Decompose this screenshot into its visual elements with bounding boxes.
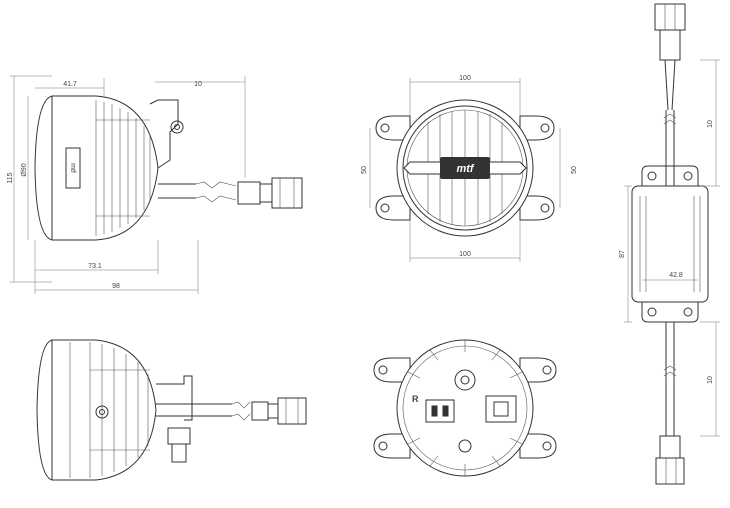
dim-front-width-top: 100 — [459, 75, 471, 82]
rear-top-boss — [454, 369, 476, 391]
dim-side-depth-front: 41.7 — [63, 81, 77, 88]
front-view: mtf 100 100 50 50 — [361, 75, 578, 262]
side-cable — [158, 183, 196, 199]
side-cooling-fins — [95, 100, 151, 236]
driver-bottom-connector — [655, 457, 685, 485]
side-view: mtf 41.7 10 115 — [7, 75, 303, 294]
bottom-side-socket — [167, 427, 191, 445]
driver-lower-cable-break — [663, 365, 677, 377]
rear-left-connector — [425, 399, 455, 423]
side-connector-male — [237, 181, 261, 205]
side-dimension-lines — [10, 75, 246, 294]
dim-driver-height: 87 — [619, 250, 626, 258]
dim-driver-upper-cable: 10 — [707, 120, 714, 128]
bottom-side-cable — [156, 403, 232, 417]
side-brand-logo: mtf — [69, 163, 76, 173]
side-cable-break — [195, 181, 237, 203]
dim-driver-width: 42.8 — [669, 272, 683, 279]
bottom-side-fins — [69, 342, 150, 478]
side-connector-female — [271, 177, 303, 209]
driver-upper-cable — [664, 59, 676, 111]
dim-side-height-total: 115 — [7, 172, 14, 183]
dim-side-total-depth: 98 — [112, 283, 120, 290]
side-bracket-bolt — [170, 120, 184, 134]
front-lens-ring — [402, 105, 528, 231]
driver-upper-cable-break — [663, 113, 677, 125]
side-logo-plate — [65, 147, 81, 189]
side-lens — [34, 95, 53, 241]
side-view-bottom — [36, 339, 307, 481]
driver-module: 10 87 42.8 10 — [619, 3, 720, 485]
driver-dimension-lines — [624, 59, 720, 437]
bottom-side-bolt — [95, 405, 109, 419]
rear-mounting-ears — [373, 357, 557, 459]
dim-front-height-left: 50 — [361, 166, 368, 174]
dim-driver-lower-cable: 10 — [707, 376, 714, 384]
rear-view: R — [373, 339, 557, 477]
bottom-connector-female — [277, 397, 307, 425]
bottom-side-bracket — [156, 375, 193, 421]
dim-side-bracket-length: 10 — [194, 81, 202, 88]
dim-front-width-bottom: 100 — [459, 251, 471, 258]
side-bracket — [149, 99, 179, 169]
driver-top-connector — [654, 3, 686, 31]
front-mounting-ears — [375, 115, 555, 221]
front-brand-logo: mtf — [456, 163, 474, 175]
bottom-side-lens — [36, 339, 53, 481]
driver-box-ribs — [639, 196, 701, 292]
bottom-side-housing — [52, 339, 157, 481]
dim-side-body-depth: 73.1 — [88, 263, 102, 270]
rear-side-marker: R — [412, 394, 419, 404]
rear-radial-fins — [407, 340, 523, 476]
front-logo-badge — [440, 157, 490, 179]
bottom-connector-male — [251, 401, 269, 421]
dim-front-height-right: 50 — [571, 166, 578, 174]
dim-side-lens-diameter: Ø90 — [21, 163, 28, 176]
driver-box — [631, 185, 709, 303]
front-dimension-lines — [369, 78, 561, 262]
